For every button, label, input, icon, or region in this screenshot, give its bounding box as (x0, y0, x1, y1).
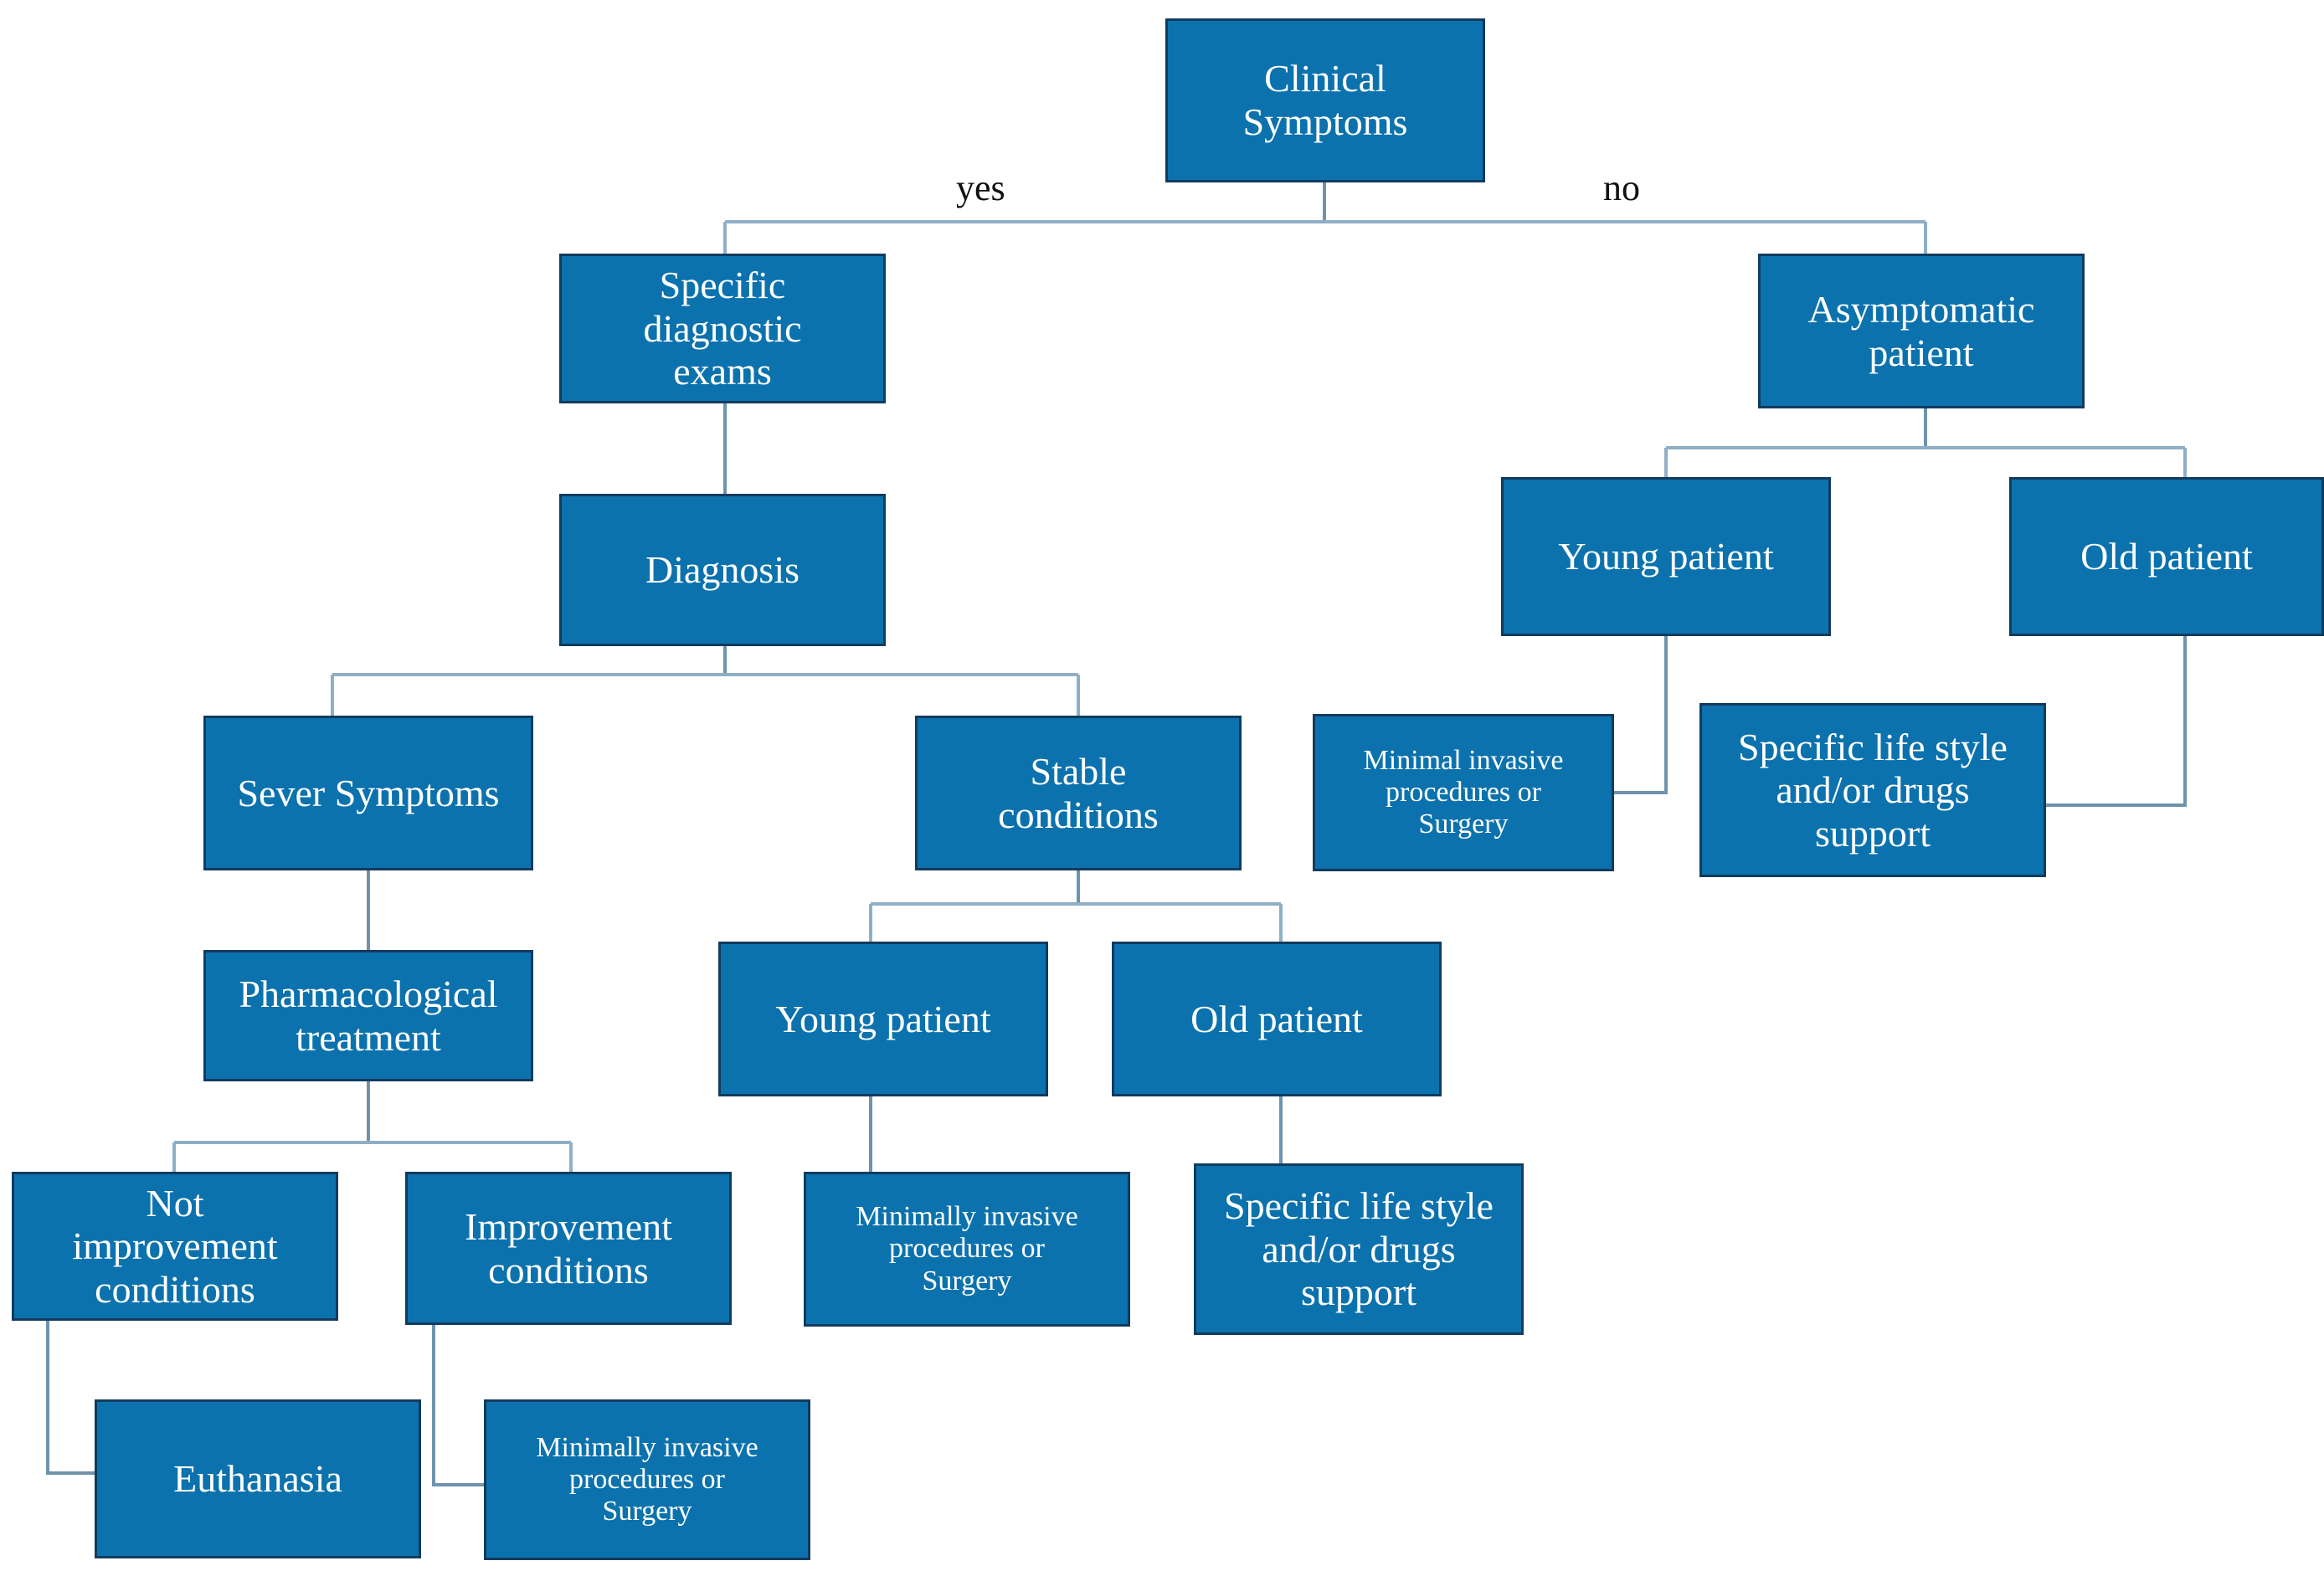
edge-notimprove-to-euthanasia (46, 1321, 95, 1475)
node-sever-symptoms[interactable]: Sever Symptoms (203, 716, 533, 870)
node-stable-young-patient[interactable]: Young patient (718, 942, 1048, 1096)
node-stable-specific-life-style[interactable]: Specific life style and/or drugs support (1194, 1163, 1524, 1335)
node-improvement-minimally-invasive[interactable]: Minimally invasive procedures or Surgery (484, 1399, 810, 1560)
node-euthanasia[interactable]: Euthanasia (95, 1399, 421, 1558)
node-asym-old-patient[interactable]: Old patient (2009, 477, 2324, 636)
edge-improve-to-minimally (432, 1325, 484, 1486)
node-pharmacological-treatment[interactable]: Pharmacological treatment (203, 950, 533, 1081)
node-not-improvement-conditions[interactable]: Not improvement conditions (12, 1172, 338, 1321)
node-improvement-conditions[interactable]: Improvement conditions (405, 1172, 732, 1325)
node-stable-minimally-invasive[interactable]: Minimally invasive procedures or Surgery (804, 1172, 1130, 1327)
edge-label-no: no (1603, 167, 1640, 208)
node-specific-diagnostic-exams[interactable]: Specific diagnostic exams (559, 254, 886, 403)
node-asymptomatic-patient[interactable]: Asymptomatic patient (1758, 254, 2085, 408)
node-clinical-symptoms[interactable]: Clinical Symptoms (1165, 18, 1485, 182)
node-diagnosis[interactable]: Diagnosis (559, 494, 886, 646)
node-stable-old-patient[interactable]: Old patient (1112, 942, 1442, 1096)
node-asym-minimal-invasive[interactable]: Minimal invasive procedures or Surgery (1313, 714, 1614, 871)
node-asym-specific-life-style[interactable]: Specific life style and/or drugs support (1699, 703, 2046, 877)
node-asym-young-patient[interactable]: Young patient (1501, 477, 1831, 636)
edge-label-yes: yes (956, 167, 1005, 208)
edge-asymold-to-lifestyle (2046, 636, 2187, 807)
edge-asymyoung-to-minimal (1614, 636, 1668, 794)
node-stable-conditions[interactable]: Stable conditions (915, 716, 1242, 870)
